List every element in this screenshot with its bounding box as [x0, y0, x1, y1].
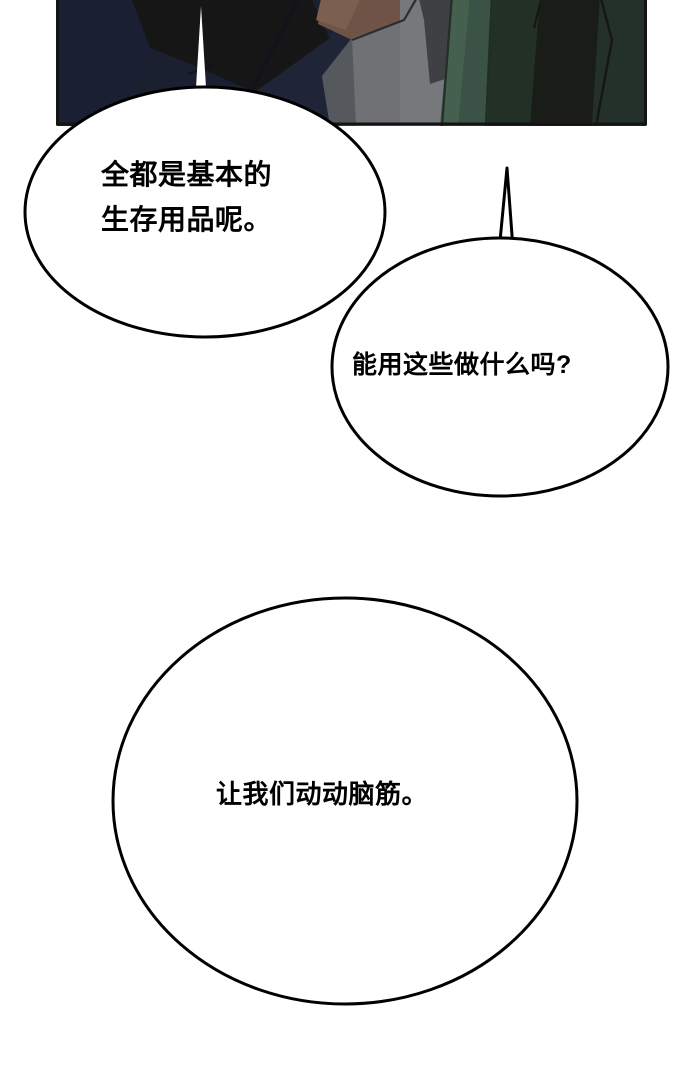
region-dark-green-edge-right: [592, 0, 646, 126]
speech-bubble-third-body: [111, 596, 579, 1006]
gray-fabric-edge-line: [351, 0, 417, 42]
dark-right-fold-line-2: [533, 3, 541, 29]
region-black-shadow-upper-left: [120, 0, 330, 92]
speech-bubble-first-text: 全都是基本的 生存用品呢。: [101, 159, 273, 235]
green-strap-edge-line-2: [440, 0, 453, 126]
dark-right-fold-line: [594, 0, 614, 126]
speech-bubble-third: [111, 596, 579, 1006]
speech-bubble-second-text: 能用这些做什么吗?: [352, 351, 572, 379]
fold-line-1: [250, 0, 299, 91]
region-green-strap-highlight: [440, 0, 470, 126]
region-skin-highlight: [316, 0, 360, 30]
artwork-panel-border: [56, 0, 647, 126]
artwork-regions: [57, 0, 646, 126]
region-dark-green-inner: [486, 0, 540, 126]
speech-bubble-first: [23, 85, 387, 339]
speech-bubble-third-text: 让我们动动脑筋。: [216, 779, 429, 809]
region-navy-left-edge: [57, 0, 150, 126]
speech-bubble-second: [330, 236, 670, 498]
speech-bubble-first-body: [23, 85, 387, 339]
region-gray-fabric-shadow: [322, 38, 356, 126]
speech-bubble-second-body: [330, 236, 670, 498]
